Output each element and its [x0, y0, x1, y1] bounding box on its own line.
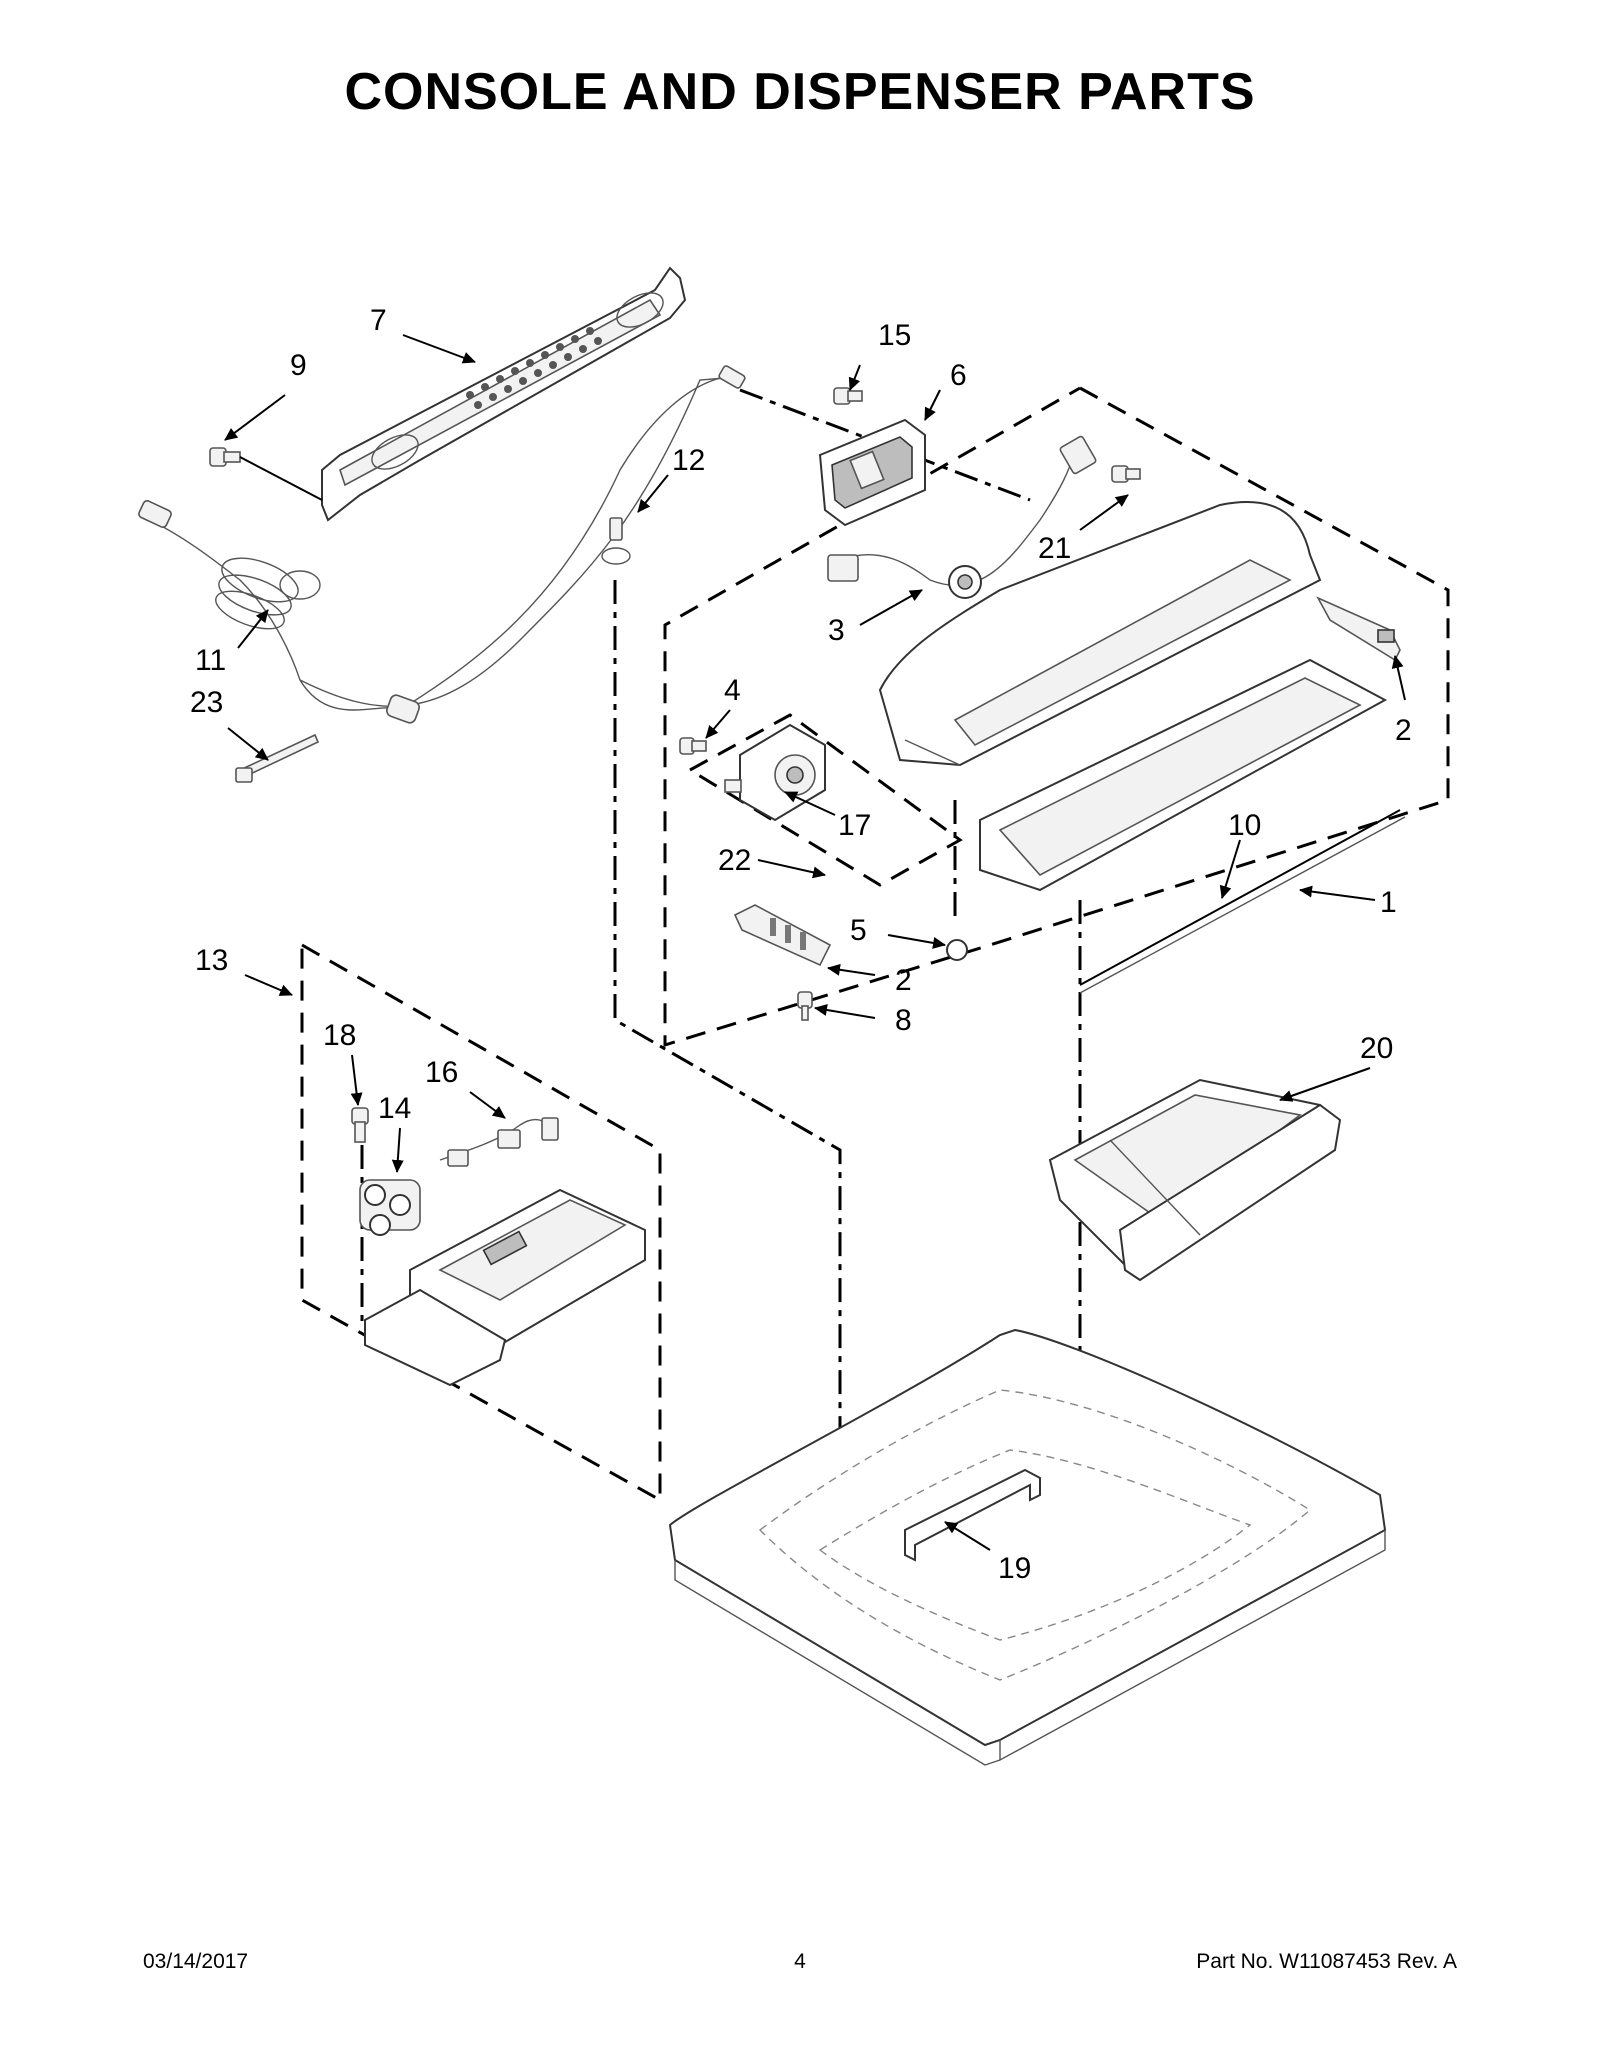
water-valve-14: [359, 1179, 421, 1236]
lid-lock-17: [724, 723, 826, 822]
callout-labels: 7 9 15 6 12 21 3 11 23 4 2 17 10 22 1 5 …: [190, 304, 1412, 1585]
callout-23: 23: [190, 686, 223, 719]
callout-8: 8: [895, 1004, 912, 1037]
button-housing-outline: [689, 713, 963, 887]
control-board-6: [818, 418, 926, 527]
callout-15: 15: [878, 319, 911, 352]
console-assembly-outline: [663, 386, 1450, 1048]
graphic-panel-10: [979, 658, 1388, 892]
footer-page-number: 4: [794, 1950, 806, 1973]
callout-9: 9: [290, 349, 307, 382]
callout-5: 5: [850, 914, 867, 947]
valve-harness-16: [439, 1117, 559, 1167]
screw-21: [1111, 465, 1141, 483]
knob-clip-5: [946, 939, 968, 961]
screw-18: [351, 1107, 369, 1143]
valve-assembly-outline: [300, 943, 662, 1503]
callout-14: 14: [378, 1092, 411, 1125]
callout-7: 7: [370, 304, 387, 337]
callout-1: 1: [1380, 886, 1397, 919]
callout-18: 18: [323, 1019, 356, 1052]
callout-13: 13: [195, 944, 228, 977]
cable-tie-23: [235, 733, 320, 783]
console-trim-strip: [1079, 809, 1406, 994]
callout-11: 11: [195, 644, 226, 677]
lid-switch-harness-3: [827, 435, 1097, 599]
screw-8: [797, 991, 813, 1021]
footer-date: 03/14/2017: [143, 1950, 249, 1973]
leader-lines: [224, 334, 1406, 1551]
callout-2-left: 2: [895, 964, 912, 997]
callout-2-right: 2: [1395, 714, 1412, 747]
callout-19: 19: [998, 1552, 1031, 1585]
callout-6: 6: [950, 359, 967, 392]
washer-top-cabinet: [668, 1328, 1387, 1766]
screw-15: [833, 387, 863, 405]
callout-21: 21: [1038, 532, 1071, 565]
callout-12: 12: [672, 444, 705, 477]
callout-22: 22: [718, 844, 751, 877]
console-end-bracket-left: [733, 904, 832, 967]
dispenser-drawer-20: [1048, 1078, 1342, 1282]
power-cord-harness: [138, 365, 746, 724]
screw-9: [209, 447, 323, 501]
callout-17: 17: [838, 809, 871, 842]
page-title: CONSOLE AND DISPENSER PARTS: [344, 63, 1256, 121]
callout-10: 10: [1228, 809, 1261, 842]
ground-screw-12: [601, 517, 631, 565]
footer-part-number: Part No. W11087453 Rev. A: [1196, 1950, 1457, 1973]
screw-4: [679, 737, 707, 755]
callout-3: 3: [828, 614, 845, 647]
bleach-dispenser-clip-19: [904, 1468, 1041, 1562]
callout-20: 20: [1360, 1032, 1393, 1065]
valve-assembly-13: [364, 1188, 646, 1387]
callout-16: 16: [425, 1056, 458, 1089]
console-1: [878, 501, 1322, 767]
guide-line-vertical-left: [613, 580, 842, 1515]
console-end-bracket-right: [1316, 596, 1401, 662]
console-rear-panel: [321, 266, 687, 522]
callout-4: 4: [724, 674, 741, 707]
